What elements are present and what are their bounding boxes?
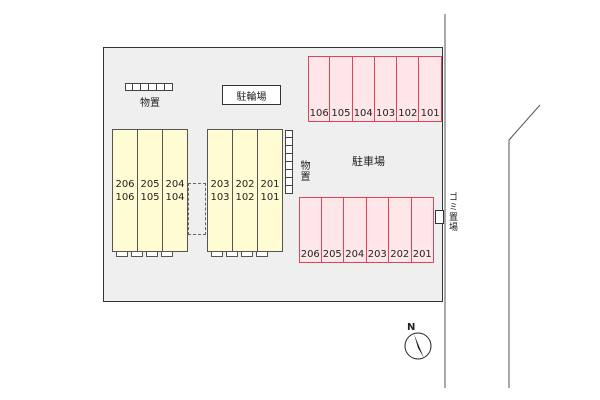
unit-upper-number: 205	[140, 178, 160, 190]
compass-icon	[404, 332, 432, 360]
storage-top-shelf	[125, 83, 173, 91]
parking-space: 201	[411, 197, 434, 263]
walkway-connector	[188, 183, 206, 235]
unit-lower-number: 103	[210, 191, 230, 203]
building-left-footings	[116, 252, 176, 257]
storage-top-label: 物置	[140, 98, 160, 109]
building-right-footings	[211, 252, 271, 257]
unit-lower-number: 102	[235, 191, 255, 203]
unit-upper-number: 202	[235, 178, 255, 190]
parking-label: 駐車場	[352, 155, 385, 168]
bicycle-parking-label: 駐輪場	[236, 91, 267, 103]
unit-lower-number: 105	[140, 191, 160, 203]
storage-right-label: 物置	[298, 160, 309, 182]
parking-space: 106	[308, 56, 331, 122]
unit-lower-number: 104	[165, 191, 185, 203]
parking-space: 101	[419, 56, 442, 122]
parking-space: 203	[366, 197, 389, 263]
unit-upper-number: 203	[210, 178, 230, 190]
unit-lower-number: 101	[260, 191, 280, 203]
parking-space: 204	[344, 197, 367, 263]
garbage-label: ゴミ置場	[447, 192, 457, 232]
parking-space: 105	[330, 56, 353, 122]
parking-space: 202	[389, 197, 412, 263]
unit-upper-number: 204	[165, 178, 185, 190]
unit-lower-number: 106	[115, 191, 135, 203]
storage-right-shelf	[285, 130, 293, 194]
unit-upper-number: 206	[115, 178, 135, 190]
compass-north-label: N	[407, 322, 416, 333]
parking-space: 206	[299, 197, 322, 263]
parking-space: 104	[352, 56, 375, 122]
unit-upper-number: 201	[260, 178, 280, 190]
parking-space: 205	[321, 197, 344, 263]
garbage-box	[435, 210, 444, 224]
parking-space: 103	[374, 56, 398, 122]
parking-space: 102	[397, 56, 420, 122]
bicycle-parking: 駐輪場	[222, 85, 281, 105]
